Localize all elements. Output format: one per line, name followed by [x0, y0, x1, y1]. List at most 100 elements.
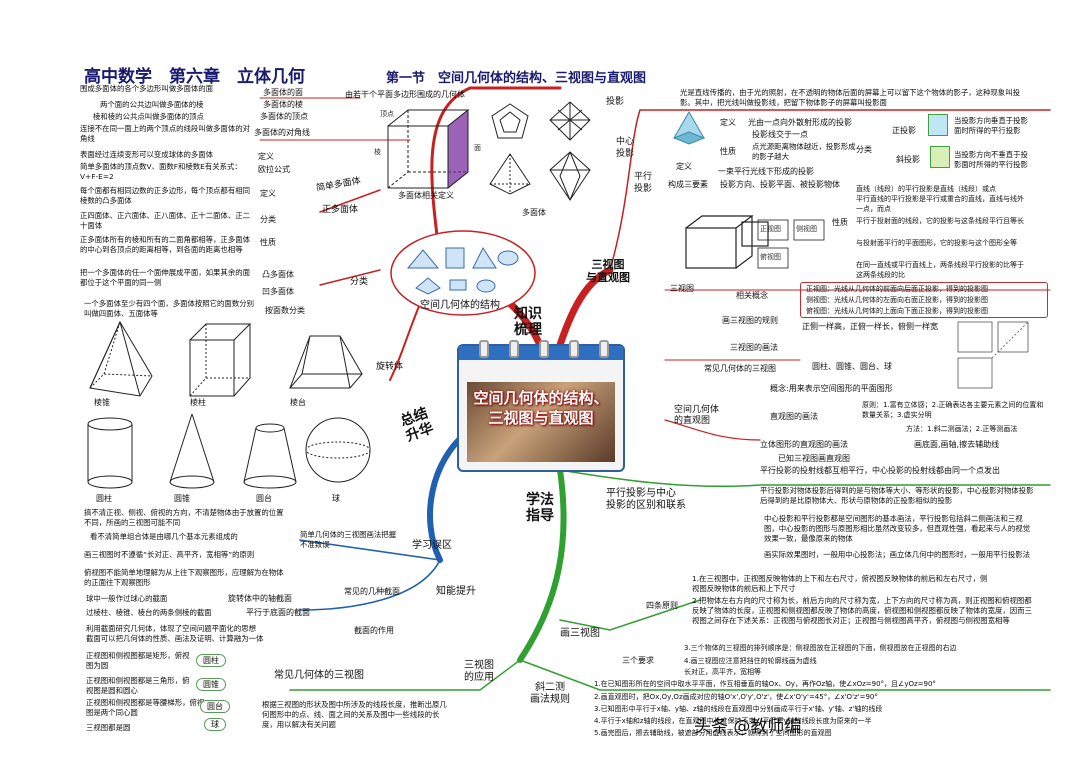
central-prop-tag: 性质 — [720, 147, 736, 156]
oblique-rule-4: 4.平行于x轴和z轴的线段，在直观图中长度保持不变，平行于y轴的线段长度为原来的… — [594, 717, 872, 725]
diff-row-3: 中心投影和平行投影都是空间图形的基本画法，平行投影包括斜二侧画法和三视图，中心投… — [764, 514, 1031, 543]
principle-2: 2.把物体左右方向的尺寸称为长，前后方向的尺寸称为宽，上下方向的尺寸称为高，则正… — [692, 596, 1032, 625]
binder-ring — [479, 340, 489, 358]
view-cylinder-text: 正视图和侧视图都是矩形，俯视图为圆 — [86, 651, 190, 670]
three-view-layout — [957, 321, 1029, 389]
solid-frustum-cone-label: 圆台 — [256, 494, 272, 503]
study-label: 学习误区 — [412, 540, 452, 551]
section-prism-text: 过棱柱、棱锥、棱台的两条侧棱的截面 — [86, 608, 212, 617]
central-prop-1: 投影线交于一点 — [752, 130, 808, 139]
diagram-top-label: 俯视图 — [760, 253, 781, 261]
concept-front: 正视图：光线从几何体的前面向后面正投影，得到的投影图 — [806, 285, 988, 293]
view-sphere-text: 三视图都是圆 — [86, 723, 131, 732]
red-right-to-projection — [609, 109, 1051, 271]
section-use-tag: 截面的作用 — [354, 626, 394, 635]
draw-three-view-label: 画三视图 — [560, 628, 600, 639]
pyramid-projection-icon — [672, 110, 706, 145]
regular-class-text: 正四面体、正六面体、正八面体、正十二面体、正二十面体 — [80, 211, 250, 230]
central-prop-2: 点光源距离物体越近，投影形成的影子越大 — [752, 142, 856, 161]
binder-ring — [599, 340, 609, 358]
binder-ring — [509, 340, 519, 358]
concave-tag: 凹多面体 — [262, 287, 294, 296]
solid-frustum-label: 棱台 — [290, 398, 306, 407]
view-frustum-text: 正视图和侧视图都是等腰梯形，俯视图是两个同心圆 — [86, 698, 205, 717]
section-note: 俯视图不能简单地理解为从上往下观察图形，应理解为在物体的正面往下观察图形 — [84, 568, 284, 587]
three-elements-tag: 构成三要素 — [668, 180, 708, 189]
parallel-classify-label: 分类 — [856, 145, 872, 154]
common-three-view-tag: 常见几何体的三视图 — [704, 364, 776, 373]
view-apply-text: 根据三视图的形状及图中所涉及的线段长度，推断出原几何图形中的点、线、面之间的关系… — [262, 700, 447, 729]
ortho-text: 当投影方向垂直于投影面时所得的平行投影 — [954, 116, 1028, 135]
blue-branch-left — [299, 539, 441, 611]
diff-row-2: 平行投影对物体投影后得到的是与物体等大小、等形状的投影，中心投影对物体投影后得到… — [760, 486, 1034, 505]
cube-label-vertex: 顶点 — [380, 110, 394, 118]
solids-row1 — [89, 320, 364, 397]
concept-side: 侧视图：光线从几何体的左面向右面正投影，得到的投影图 — [806, 296, 988, 304]
regular-def-tag: 定义 — [260, 189, 276, 198]
ability-label: 知能提升 — [436, 586, 476, 597]
view-apply-label: 三视图 的应用 — [464, 660, 494, 683]
euler-formula-text: 简单多面体的顶点数V、面数F和棱数E有关系式：V+F-E=2 — [80, 162, 242, 181]
classify-label: 分类 — [350, 277, 369, 287]
view-cone-tag: 圆锥 — [196, 678, 226, 691]
direct-method-principle: 原则：1.富有立体感；2.正确表达各主要元素之间的位置和数量关系；3.虚实分明 — [862, 401, 1044, 419]
structure-label: 空间几何体的结构 — [420, 300, 500, 311]
cube-label-edge: 棱 — [374, 148, 381, 156]
solid-cylinder-label: 圆柱 — [96, 494, 112, 503]
page-title: 高中数学 第六章 立体几何 — [84, 67, 305, 87]
solid-direct-tag: 立体图形的直观图的画法 — [760, 440, 848, 449]
branch-method: 学法 指导 — [526, 492, 554, 524]
binder-ring — [539, 340, 549, 358]
view-frustum-tag: 圆台 — [200, 700, 230, 713]
oblique-rule-1: 1.在已知图形所在的空间中取水平平面，作互相垂直的轴Ox、Oy，再作Oz轴，使∠… — [594, 680, 936, 688]
green-branch-right — [559, 469, 1051, 488]
section-sphere-tag: 旋转体中的轴截面 — [228, 594, 292, 603]
structure-bubble — [390, 230, 536, 316]
direct-method-methods: 方法：1.斜二测画法；2.正等测画法 — [906, 425, 1018, 433]
euler-formula-tag: 欧拉公式 — [258, 165, 290, 174]
direct-method-tag: 直观图的画法 — [770, 412, 818, 421]
study-mistake-tag: 简单几何体的三视图画法把握不准致误 — [300, 530, 397, 549]
three-requirements-label: 三个要求 — [622, 656, 654, 665]
view-cone-text: 正视图和侧视图都是三角形，俯视图是圆和圆心 — [86, 676, 190, 695]
view-sphere-tag: 球 — [204, 718, 226, 731]
solid-direct-text: 画底面,画轴,擦去辅助线 — [914, 440, 1000, 449]
study-mistake-3: 画三视图时不遵循“长对正、高平齐，宽相等”的原则 — [84, 550, 255, 559]
requirement-3: 长对正，高平齐，宽相等 — [684, 668, 761, 676]
watermark: 头条 @教师编 — [694, 717, 802, 737]
center-node: 空间几何体的结构、三视图与直观图 — [457, 340, 625, 472]
polyhedron-face-text: 围成多面体的各个多边形叫做多面体的面 — [80, 84, 214, 93]
cube-label-face: 面 — [474, 144, 481, 152]
study-mistake-1: 搞不清正视、侧视、俯视的方向，不清楚物体由于放置的位置不同，所画的三视图可能不同 — [84, 508, 284, 527]
requirement-1: 3.三个物体的三视图的排列顺序是：侧视图放在正视图的下面，侧视图放在正视图的右边 — [684, 644, 957, 652]
diff-row-1: 平行投影的投射线都互相平行，中心投影的投射线都由同一个点发出 — [760, 466, 1000, 475]
projection-label: 投影 — [606, 97, 625, 107]
polyhedron-definition: 由若干个平面多边形围成的几何体 — [345, 90, 465, 99]
oblique-rule-label: 斜二测 画法规则 — [530, 682, 570, 705]
diff-title: 平行投影与中心 投影的区别和联系 — [606, 488, 686, 511]
convex-text: 把一个多面体的任一个面伸展成平面，如果其余的面都位于这个平面的同一侧 — [80, 268, 250, 287]
polyhedron-figures-caption: 多面体 — [522, 208, 546, 217]
solid-pyramid-label: 棱锥 — [94, 398, 110, 407]
solid-prism-label: 棱柱 — [190, 398, 206, 407]
oblique-rule-3: 3.已知图形中平行于x轴、y轴、z轴的线段在直观图中分别画成平行于x'轴、y'轴… — [594, 705, 883, 713]
related-definition-caption: 多面体相关定义 — [398, 191, 454, 200]
rule-tag: 画三视图的规则 — [722, 316, 778, 325]
central-def-text: 光由一点向外散射形成的投影 — [748, 118, 852, 127]
binder-ring — [569, 340, 579, 358]
parallel-prop-1: 直线（线段）的平行投影是直线（线段）或点 — [856, 185, 996, 193]
regular-polyhedron-label: 正多面体 — [322, 205, 359, 215]
solid-sphere-label: 球 — [332, 494, 340, 503]
polyhedron-edge-text: 两个面的公共边叫做多面体的棱 — [100, 100, 204, 109]
common-views-title: 常见几何体的三视图 — [274, 670, 364, 681]
parallel-prop-5: 在同一直线或平行直线上，两条线段平行投影的比等于这两条线段的比 — [856, 261, 1024, 279]
central-projection-label: 中心 投影 — [616, 137, 635, 159]
regular-prop-tag: 性质 — [260, 238, 276, 247]
solid-cone-label: 圆锥 — [174, 494, 190, 503]
parallel-prop-3: 平行于投射面的线段，它的投影与这条线段平行且等长 — [856, 217, 1024, 225]
direct-concept: 概念:用来表示空间图形的平面图形 — [770, 384, 893, 393]
oblique-text: 当投影方向不垂直于投影面时所得的平行投影 — [954, 150, 1028, 169]
rotation-body-label: 旋转体 — [376, 362, 404, 372]
polyhedron-vertex-text: 棱和棱的公共点叫做多面体的顶点 — [93, 112, 204, 121]
